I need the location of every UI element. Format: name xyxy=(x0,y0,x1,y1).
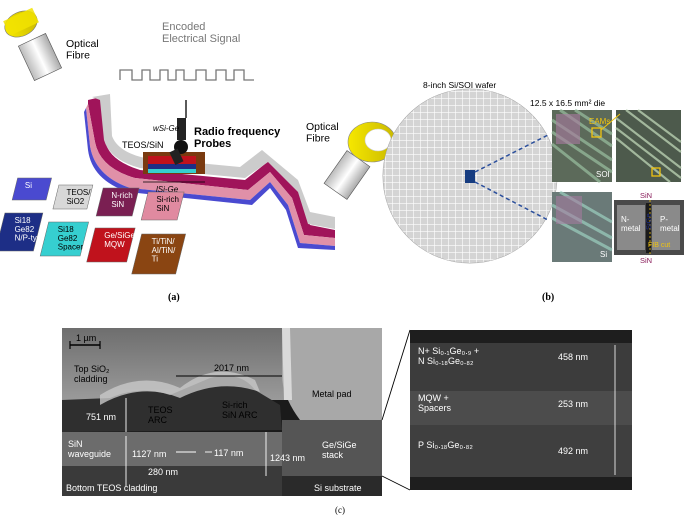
optical-fibre-right-icon xyxy=(323,121,397,200)
soi-die-micrograph xyxy=(551,108,613,184)
dim-117-label: 117 nm xyxy=(214,448,243,458)
bottom-teos-label: Bottom TEOS cladding xyxy=(66,483,157,493)
material-legend: SiTEOS/SiO2N-richSiNSi-richSiNSi80Ge20N-… xyxy=(0,177,186,275)
w-si-ge-label: wSi-Ge xyxy=(153,124,180,133)
panel-c-caption: (c) xyxy=(335,505,345,515)
dim-1243-label: 1243 nm xyxy=(270,453,305,463)
sige-label: SiGe xyxy=(644,213,653,230)
panel-a-caption: (a) xyxy=(168,292,180,303)
fib-cut-label: FIB cut xyxy=(648,242,670,249)
legend-swatch xyxy=(140,191,185,221)
sin-top-label: SiN xyxy=(640,191,652,200)
legend-label: TEOS/SiO2 xyxy=(66,188,91,206)
stack-layer-name: P Si₀.₁₈Ge₀.₈₂ xyxy=(418,440,473,450)
eam-zoom-micrograph xyxy=(615,109,682,183)
stack-layer-name: N+ Si₀.₁Ge₀.₉ +N Si₀.₁₈Ge₀.₈₂ xyxy=(418,346,479,366)
legend-swatch xyxy=(39,221,89,257)
soi-label: SOI xyxy=(596,170,610,179)
die-label: 12.5 x 16.5 mm² die xyxy=(530,98,605,108)
legend-swatch xyxy=(86,227,136,263)
sin-bottom-label: SiN xyxy=(640,256,652,265)
legend-label: Ti/TiN/Al/TiN/Ti xyxy=(152,237,176,264)
dim-2017-label: 2017 nm xyxy=(214,363,249,373)
legend-swatch xyxy=(11,177,52,201)
stack-layer-name: MQW +Spacers xyxy=(418,393,452,413)
legend-swatch xyxy=(95,187,140,217)
dim-1127-label: 1127 nm xyxy=(132,449,166,459)
stack-layer-thickness: 492 nm xyxy=(558,446,588,456)
metal-pad-label: Metal pad xyxy=(312,389,352,399)
n-metal-label: N-metal xyxy=(621,215,641,233)
fib-cut-micrograph xyxy=(614,200,684,255)
dim-751-label: 751 nm xyxy=(86,412,116,422)
panel-b-caption: (b) xyxy=(542,292,554,303)
optical-fibre-left-icon xyxy=(3,7,63,81)
stack-layer-labels: N+ Si₀.₁Ge₀.₉ +N Si₀.₁₈Ge₀.₈₂ 458 nm MQW +… xyxy=(418,346,588,456)
panel-b: 8-inch Si/SOI wafer 12.5 x 16.5 mm² die … xyxy=(382,80,684,303)
stack-zoom-micrograph xyxy=(410,330,632,490)
l-si-ge-label: lSi-Ge xyxy=(156,185,179,194)
si-substrate-label: Si substrate xyxy=(314,483,362,493)
wafer-image xyxy=(382,88,558,264)
p-metal-label: P-metal xyxy=(660,215,680,233)
device-waveguide-structure xyxy=(84,94,335,250)
dim-280-label: 280 nm xyxy=(148,467,178,477)
teos-sin-label: TEOS/SiN xyxy=(122,140,164,150)
wafer-label: 8-inch Si/SOI wafer xyxy=(423,80,496,90)
encoded-signal-waveform xyxy=(119,69,254,81)
si-label: Si xyxy=(600,250,607,259)
sem-cross-section xyxy=(62,328,382,496)
legend-swatch xyxy=(131,233,186,275)
stack-layer-thickness: 253 nm xyxy=(558,399,588,409)
si-die-micrograph xyxy=(551,190,613,262)
legend-label: Si xyxy=(25,181,32,190)
eams-label: EAMs xyxy=(589,117,610,126)
stack-layer-thickness: 458 nm xyxy=(558,352,588,362)
rf-probe-icon xyxy=(169,100,188,166)
legend-swatch xyxy=(0,212,44,252)
scale-bar-label: 1 µm xyxy=(76,333,96,343)
legend-swatch xyxy=(52,184,94,210)
